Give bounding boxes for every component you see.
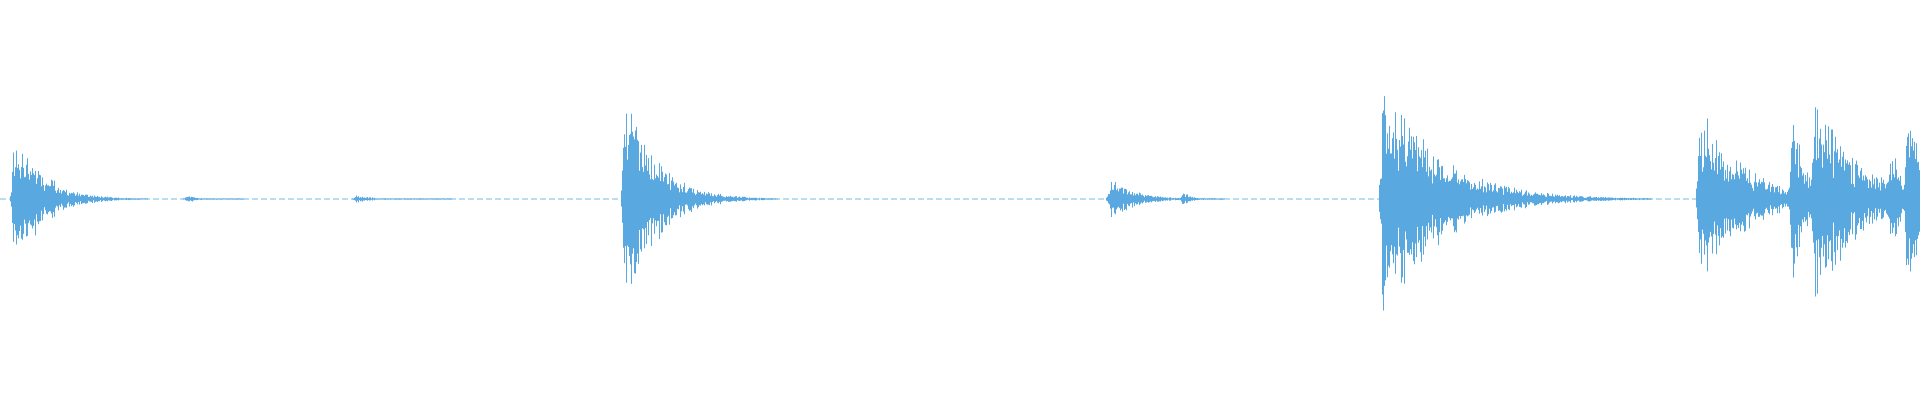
waveform-event-12: [1903, 130, 1920, 272]
waveform-event-2: [352, 195, 452, 203]
waveform-events: [10, 96, 1920, 311]
waveform-event-0: [10, 150, 148, 245]
waveform-event-7: [1483, 192, 1583, 206]
waveform-event-5: [1179, 193, 1222, 204]
waveform-event-1: [183, 196, 244, 202]
waveform-event-3: [621, 113, 778, 284]
